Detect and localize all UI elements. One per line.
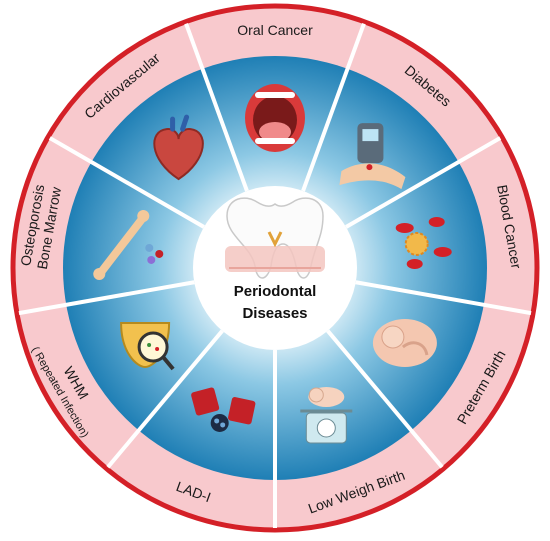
segment-divider — [18, 280, 195, 316]
segment-dividers — [18, 22, 532, 528]
center-title-line1: Periodontal — [234, 283, 317, 300]
open-mouth-icon — [245, 84, 305, 152]
segment-divider — [345, 136, 502, 229]
bone-icon — [93, 209, 164, 280]
heart-icon — [153, 114, 204, 181]
tooth-icon — [225, 197, 325, 279]
blood-cells-icon — [395, 216, 452, 269]
segment-icons — [93, 84, 452, 444]
segment-label-oral-cancer: Oral Cancer — [237, 22, 313, 38]
leukocyte-adhesion-icon — [191, 387, 256, 432]
bladder-magnifier-icon — [120, 322, 175, 371]
segment-label-text: Oral Cancer — [237, 22, 313, 38]
baby-scale-icon — [300, 386, 353, 444]
segment-divider — [326, 329, 444, 469]
segment-divider — [301, 22, 366, 192]
segment-divider — [184, 22, 249, 192]
center-title-line2: Diseases — [242, 305, 307, 322]
segment-divider — [106, 329, 224, 469]
fetus-icon — [372, 319, 437, 367]
glucose-meter-icon — [339, 123, 406, 190]
segment-divider — [48, 136, 205, 229]
segment-divider — [355, 280, 532, 316]
